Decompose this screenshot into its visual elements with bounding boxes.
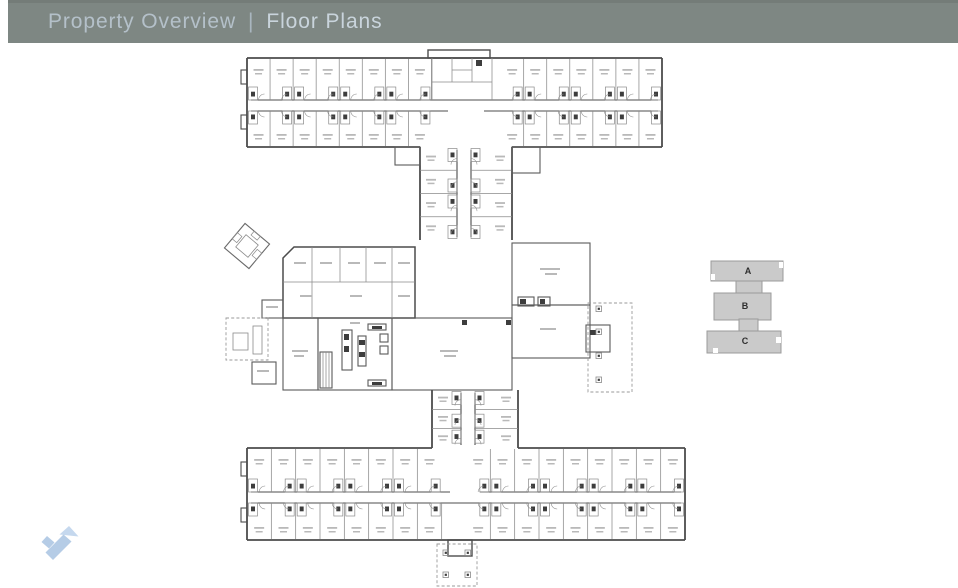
title-section-left: Property Overview [48,9,237,33]
key-plan: A B C [706,260,784,354]
keyplan-label-C: C [742,336,749,346]
connector-lower [431,390,519,448]
logo-mark [41,526,79,560]
core-block [251,58,611,391]
keyplan-label-B: B [742,301,749,311]
title-separator: | [248,9,255,33]
keyplan-label-A: A [745,266,752,276]
connector-upper [419,147,513,240]
title-section-right: Floor Plans [266,9,383,33]
page-title: Property Overview | Floor Plans [48,10,383,34]
header-bar: Property Overview | Floor Plans [8,0,958,43]
wing-c [240,447,686,557]
site-features [223,222,633,587]
wing-a [240,49,663,148]
